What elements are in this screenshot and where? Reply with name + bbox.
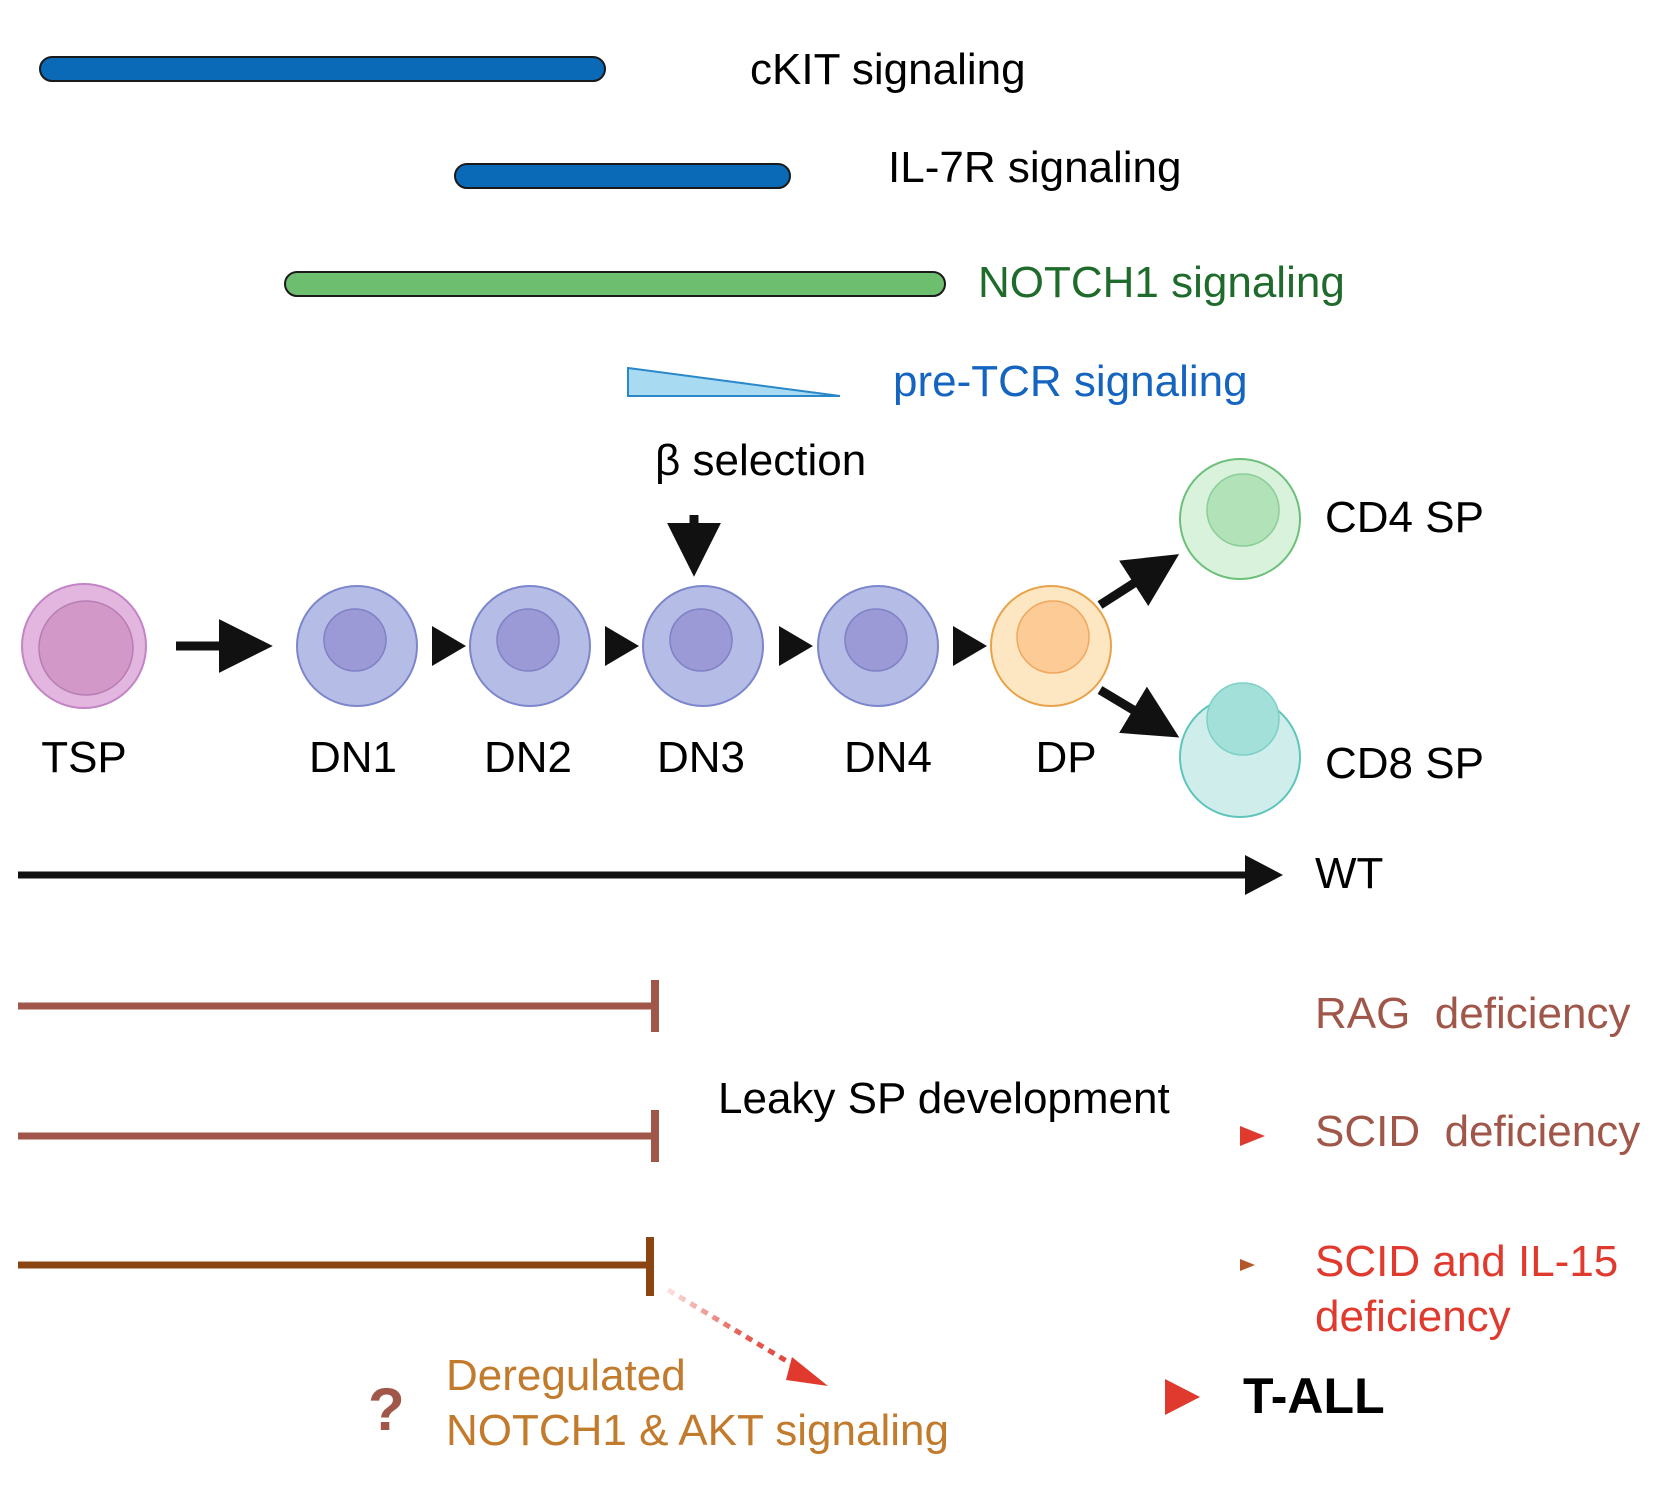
dp-to-cd4-arrow [1097, 554, 1180, 609]
outcome-label-cd4-sp: CD4 SP [1325, 493, 1484, 542]
cell-tsp [21, 583, 147, 709]
ckit-signaling-bar [39, 56, 606, 82]
stage-label-dn2: DN2 [484, 733, 572, 782]
leaky-sp-label: Leaky SP development [718, 1074, 1170, 1123]
dp-to-cd8-arrow [1097, 686, 1180, 738]
rag-deficiency-label: RAG deficiency [1315, 989, 1630, 1038]
tall-diagonal-arrowhead [786, 1357, 828, 1386]
pre-tcr-signaling-label: pre-TCR signaling [893, 357, 1248, 406]
notch1-signaling-bar [284, 271, 946, 297]
il7r-signaling-bar [454, 163, 791, 189]
tall-arrowhead [1165, 1379, 1200, 1415]
scid-leaky-arrowhead [1240, 1126, 1265, 1146]
wt-label: WT [1315, 849, 1383, 898]
pre-tcr-signaling-wedge [627, 366, 841, 397]
scid-deficiency-label: SCID deficiency [1315, 1107, 1640, 1156]
stage-label-dn4: DN4 [844, 733, 932, 782]
scid-il15-label-line2: deficiency [1315, 1292, 1511, 1341]
stage-label-tsp: TSP [41, 733, 127, 782]
dn1-to-dn2-arrowhead [432, 626, 466, 666]
stage-label-dp: DP [1035, 733, 1096, 782]
dn2-to-dn3-arrowhead [605, 626, 639, 666]
ckit-signaling-label: cKIT signaling [750, 45, 1026, 94]
scid-il15-label-line1: SCID and IL-15 [1315, 1237, 1618, 1286]
deregulated-label-line1: Deregulated [446, 1351, 686, 1400]
dn4-to-dp-arrowhead [953, 626, 987, 666]
notch1-signaling-label: NOTCH1 signaling [978, 258, 1345, 307]
deregulated-label-line2: NOTCH1 & AKT signaling [446, 1406, 949, 1455]
scid-il15-arrowhead [1240, 1259, 1255, 1271]
cell-cd8-sp [1179, 682, 1301, 818]
cell-cd4-sp [1179, 458, 1301, 580]
stage-label-dn1: DN1 [309, 733, 397, 782]
cell-dn2 [469, 585, 591, 707]
outcome-label-cd8-sp: CD8 SP [1325, 739, 1484, 788]
question-mark: ? [368, 1376, 405, 1443]
cell-dn1 [296, 585, 418, 707]
beta-selection-label: β selection [655, 436, 866, 485]
wt-arrowhead [1245, 855, 1283, 895]
tall-diagonal-dotted-arrow [666, 1287, 812, 1378]
tall-label: T-ALL [1243, 1368, 1385, 1424]
cell-dn3 [642, 585, 764, 707]
stage-label-dn3: DN3 [657, 733, 745, 782]
cell-dn4 [817, 585, 939, 707]
il7r-signaling-label: IL-7R signaling [888, 143, 1182, 192]
dn3-to-dn4-arrowhead [779, 626, 813, 666]
cell-dp [990, 585, 1112, 707]
